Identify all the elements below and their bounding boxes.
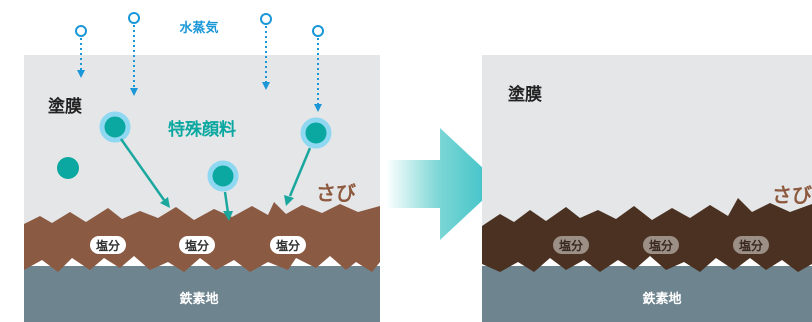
pigment-particle-2 (207, 160, 239, 221)
vapor-drop-2 (128, 12, 140, 96)
pigment-label: 特殊顔料 (168, 119, 236, 140)
after-panel: 塗膜 さび 塩分 塩分 塩分 鉄素地 (482, 55, 812, 322)
rust-label: さび (316, 181, 357, 205)
salt-label: 塩分 (276, 238, 300, 253)
salt-tag-1: 塩分 (90, 236, 126, 254)
salt-label: 塩分 (649, 238, 673, 253)
pigment-particle-icon (207, 160, 239, 192)
coating-layer (482, 55, 812, 225)
coating-label: 塗膜 (508, 84, 542, 105)
pigment-particle-icon (300, 117, 332, 149)
salt-label: 塩分 (96, 238, 120, 253)
salt-tag-2: 塩分 (179, 236, 215, 254)
pigment-particle-icon (57, 157, 79, 179)
water-vapor-drop-icon (128, 12, 140, 24)
water-vapor-drop-icon (75, 25, 87, 37)
salt-label: 塩分 (185, 238, 209, 253)
before-panel: 水蒸気 塗膜 特殊顔料 さび 塩分 塩分 (24, 12, 380, 322)
water-vapor-drop-icon (312, 25, 324, 37)
substrate-label: 鉄素地 (179, 291, 218, 307)
salt-tag-1: 塩分 (553, 236, 589, 254)
pigment-particle-1 (99, 111, 170, 208)
water-vapor-drop-icon (260, 13, 272, 25)
salt-tag-3: 塩分 (270, 236, 306, 254)
vapor-drop-1 (75, 25, 87, 78)
substrate-layer (482, 266, 812, 322)
salt-tag-3: 塩分 (733, 236, 769, 254)
right-arrow-icon (386, 128, 500, 240)
substrate-layer (24, 266, 380, 322)
rust-label: さび (772, 183, 812, 207)
vapor-label: 水蒸気 (179, 20, 218, 36)
vapor-drop-3 (260, 13, 272, 90)
salt-tag-2: 塩分 (643, 236, 679, 254)
substrate-label: 鉄素地 (642, 291, 681, 307)
salt-label: 塩分 (739, 238, 763, 253)
pigment-particle-3 (284, 117, 332, 206)
salt-label: 塩分 (559, 238, 583, 253)
pigment-particle-icon (99, 111, 131, 143)
coating-label: 塗膜 (48, 96, 82, 117)
vapor-drop-4 (312, 25, 324, 112)
